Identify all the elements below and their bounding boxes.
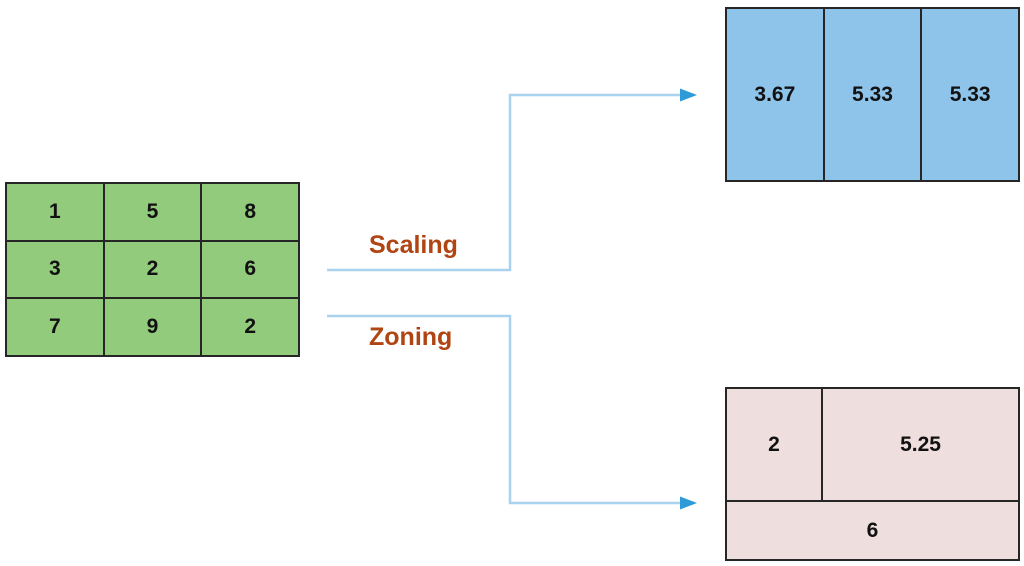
matrix-cell: 7 <box>7 299 103 355</box>
matrix-cell: 6 <box>202 241 298 298</box>
matrix-cell: 2 <box>727 389 821 500</box>
matrix-cell: 3 <box>7 241 103 298</box>
scaling-result-matrix: 3.67 5.33 5.33 <box>725 7 1020 182</box>
matrix-cell: 2 <box>202 299 298 355</box>
matrix-cell: 9 <box>104 299 201 355</box>
scaling-arrowhead-icon <box>680 88 697 102</box>
zoning-result-matrix: 2 5.25 6 <box>725 387 1020 561</box>
matrix-cell: 5.33 <box>922 9 1018 180</box>
input-matrix: 1 5 8 3 2 6 7 9 2 <box>5 182 300 357</box>
matrix-cell: 6 <box>727 502 1018 559</box>
matrix-cell: 5.33 <box>824 9 921 180</box>
matrix-cell: 8 <box>202 184 298 240</box>
zoning-arrowhead-icon <box>680 496 697 510</box>
matrix-cell: 1 <box>7 184 103 240</box>
matrix-cell: 3.67 <box>727 9 823 180</box>
matrix-cell: 5 <box>104 184 201 240</box>
zoning-label: Zoning <box>369 323 453 351</box>
matrix-cell: 5.25 <box>823 389 1018 500</box>
scaling-label: Scaling <box>369 231 458 259</box>
matrix-cell: 2 <box>104 241 201 298</box>
